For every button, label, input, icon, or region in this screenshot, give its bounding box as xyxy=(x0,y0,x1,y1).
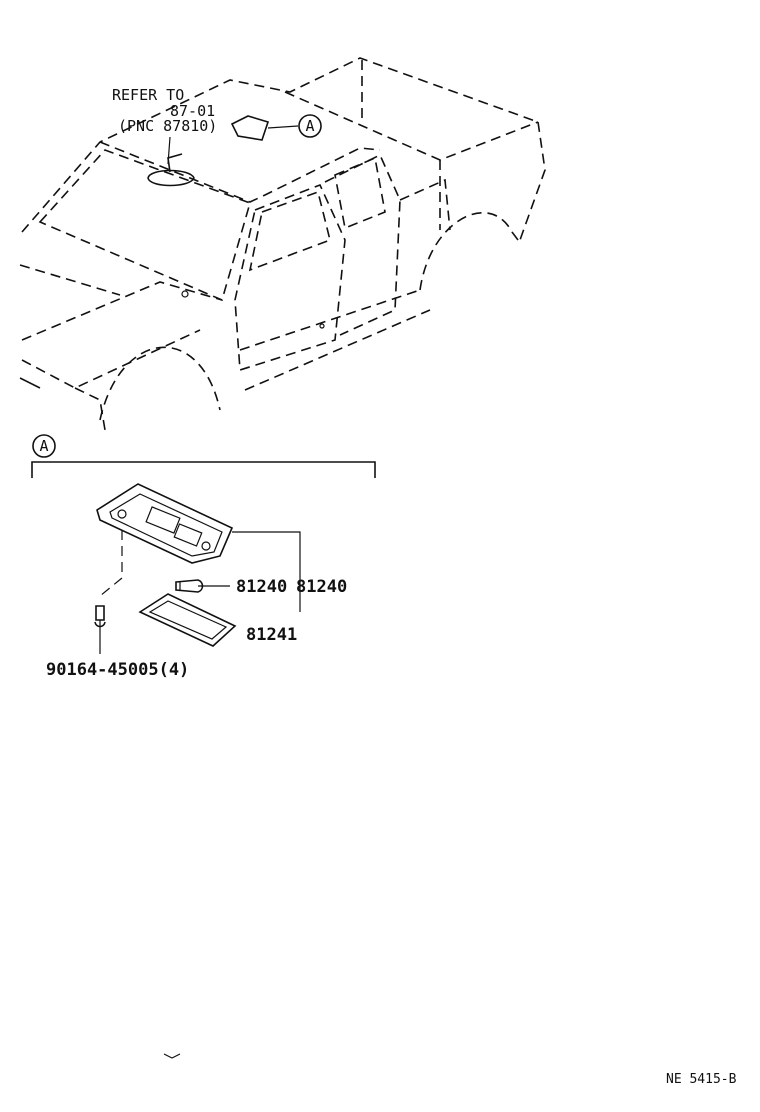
bulb xyxy=(175,579,230,593)
callout-a-detail-label: A xyxy=(39,437,48,455)
refer-pnc-label: (PNC 87810) xyxy=(118,117,217,135)
callout-a-truck: A xyxy=(298,114,322,138)
detail-a-bracket xyxy=(31,461,376,478)
lens-81241 xyxy=(138,593,237,647)
part-81240-overlap-label: 81240 xyxy=(296,577,347,597)
screw-90164-45005 xyxy=(94,530,123,654)
part-bolt-label: 90164-45005(4) xyxy=(46,660,189,680)
pickup-truck-illustration xyxy=(19,57,546,431)
part-81240-label: 81240 xyxy=(236,577,287,597)
refer-to-label: REFER TO xyxy=(112,86,184,104)
scan-mark xyxy=(163,1053,181,1059)
callout-a-detail: A xyxy=(32,434,56,458)
leader-81240 xyxy=(232,531,301,612)
callout-a-truck-label: A xyxy=(305,117,314,135)
refer-leader-line xyxy=(167,136,171,165)
figure-code: NE 5415-B xyxy=(666,1072,737,1087)
dome-lamp-location xyxy=(230,115,270,141)
refer-page-label: 87-01 xyxy=(170,102,215,120)
part-81241-label: 81241 xyxy=(246,625,297,645)
lamp-housing-81240 xyxy=(96,483,234,564)
